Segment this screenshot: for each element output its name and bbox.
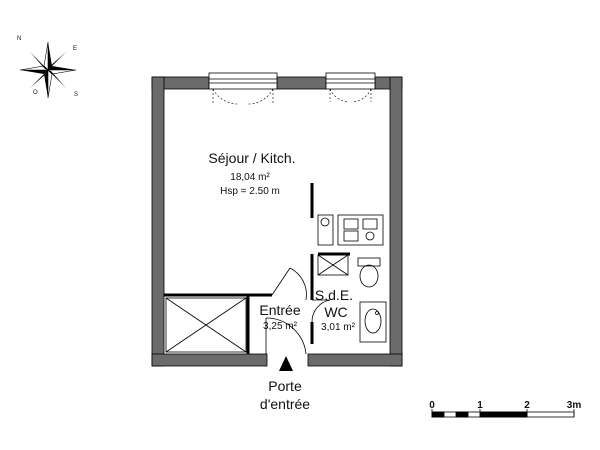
washbasin	[359, 301, 387, 343]
exterior-walls	[151, 76, 403, 367]
scale-bar	[431, 409, 575, 418]
window-swings	[212, 88, 372, 105]
entrance-arrow-icon	[279, 356, 293, 371]
toilet	[357, 257, 381, 288]
scale-tick-1: 1	[477, 400, 483, 411]
room-name-sejour: Séjour / Kitch.	[208, 150, 296, 166]
room-name-sde: S.d.E.	[314, 287, 354, 303]
room-area-sejour: 18,04 m²	[230, 172, 270, 183]
room-height-sejour: Hsp = 2.50 m	[220, 186, 280, 197]
compass-east-label: E	[73, 46, 78, 52]
scale-tick-0: 0	[429, 400, 435, 411]
interior-walls	[164, 183, 350, 354]
room-area-sde: 3,01 m²	[321, 322, 355, 333]
closet	[165, 297, 247, 353]
shower	[317, 254, 349, 276]
entrance-label-line2: d'entrée	[259, 396, 311, 412]
doors	[265, 267, 331, 355]
scale-tick-3: 3m	[566, 400, 582, 411]
room-area-entree: 3,25 m²	[263, 321, 297, 332]
room-name-entree: Entrée	[259, 302, 301, 318]
compass-west-label: O	[33, 90, 38, 96]
compass-north-label: N	[17, 36, 22, 42]
kitchen-counter	[317, 214, 384, 246]
entrance-label-line1: Porte	[268, 378, 302, 394]
compass-south-label: S	[74, 92, 79, 98]
windows	[208, 72, 376, 90]
compass-rose-icon	[19, 41, 77, 99]
scale-tick-2: 2	[524, 400, 530, 411]
room-name-wc: WC	[324, 304, 348, 320]
